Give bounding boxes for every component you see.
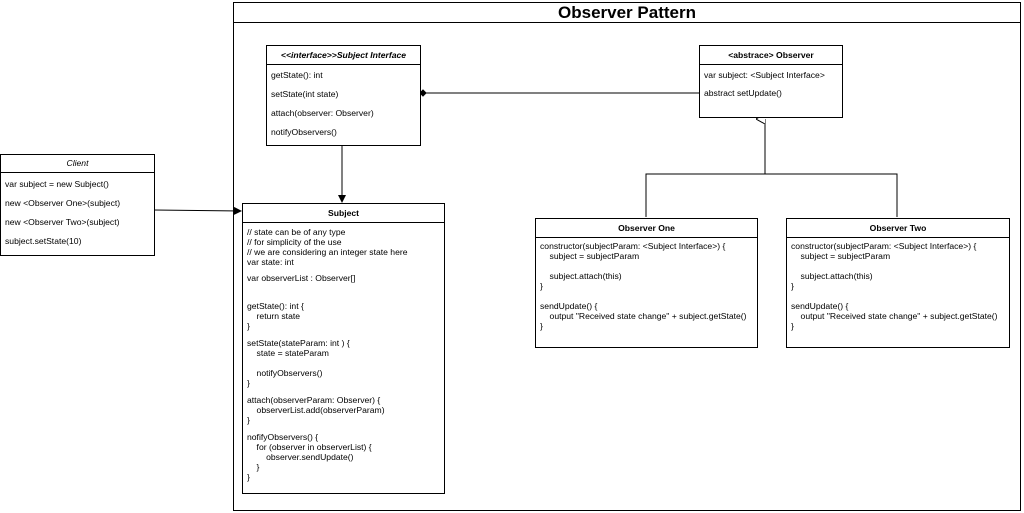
interface-method: getState(): int	[271, 70, 323, 80]
observer-one-line: subject.attach(this)	[540, 271, 622, 281]
subject-method-line: for (observer in observerList) {	[247, 442, 372, 452]
subject-method-line: }	[247, 415, 250, 425]
subject-method-line: attach(observerParam: Observer) {	[247, 395, 381, 405]
subject-method-line: observer.sendUpdate()	[247, 452, 354, 462]
client-class: Client var subject = new Subject() new <…	[0, 154, 155, 256]
observer-one-line: subject = subjectParam	[540, 251, 640, 261]
observer-header: <abstrace> Observer	[700, 46, 842, 65]
client-line: var subject = new Subject()	[5, 179, 109, 189]
observer-two-line: subject = subjectParam	[791, 251, 891, 261]
subject-field: var state: int	[247, 257, 294, 267]
subject-comment: // for simplicity of the use	[247, 237, 342, 247]
observer-one-class: Observer One constructor(subjectParam: <…	[535, 218, 758, 348]
observer-two-line: subject.attach(this)	[791, 271, 873, 281]
subject-method-line: }	[247, 378, 250, 388]
observer-one-line: }	[540, 281, 543, 291]
subject-interface-header: <<interface>>Subject Interface	[267, 46, 420, 65]
subject-method-line: notifyObservers()	[247, 368, 323, 378]
observer-two-line: constructor(subjectParam: <Subject Inter…	[791, 241, 977, 251]
subject-header: Subject	[243, 204, 444, 223]
diagram-frame: Observer Pattern	[233, 2, 1021, 511]
client-line: new <Observer Two>(subject)	[5, 217, 120, 227]
subject-method-line: state = stateParam	[247, 348, 329, 358]
diagram-title: Observer Pattern	[234, 3, 1020, 23]
subject-method-line: return state	[247, 311, 301, 321]
subject-interface-class: <<interface>>Subject Interface getState(…	[266, 45, 421, 146]
subject-class: Subject // state can be of any type // f…	[242, 203, 445, 494]
subject-method-line: }	[247, 462, 260, 472]
observer-two-header: Observer Two	[787, 219, 1009, 238]
subject-method-line: nofifyObservers() {	[247, 432, 319, 442]
client-line: new <Observer One>(subject)	[5, 198, 121, 208]
client-line: subject.setState(10)	[5, 236, 82, 246]
observer-two-line: }	[791, 281, 794, 291]
observer-one-header: Observer One	[536, 219, 757, 238]
subject-method-line: }	[247, 321, 250, 331]
subject-field: var observerList : Observer[]	[247, 273, 356, 283]
client-header: Client	[1, 155, 154, 173]
observer-two-class: Observer Two constructor(subjectParam: <…	[786, 218, 1010, 348]
inheritance-connector	[645, 173, 898, 217]
interface-method: attach(observer: Observer)	[271, 108, 374, 118]
observer-two-line: sendUpdate() {	[791, 301, 849, 311]
observer-one-line: output "Received state change" + subject…	[540, 311, 747, 321]
observer-method: abstract setUpdate()	[704, 88, 782, 98]
interface-method: setState(int state)	[271, 89, 339, 99]
subject-method-line: getState(): int {	[247, 301, 304, 311]
observer-one-line: sendUpdate() {	[540, 301, 598, 311]
subject-comment: // state can be of any type	[247, 227, 346, 237]
observer-two-line: }	[791, 321, 794, 331]
interface-method: notifyObservers()	[271, 127, 337, 137]
client-to-subject-arrow	[153, 206, 242, 215]
subject-comment: // we are considering an integer state h…	[247, 247, 408, 257]
subject-method-line: setState(stateParam: int ) {	[247, 338, 350, 348]
observer-field: var subject: <Subject Interface>	[704, 70, 825, 80]
observer-two-line: output "Received state change" + subject…	[791, 311, 998, 321]
observer-class: <abstrace> Observer var subject: <Subjec…	[699, 45, 843, 118]
subject-method-line: observerList.add(observerParam)	[247, 405, 385, 415]
observer-one-line: }	[540, 321, 543, 331]
subject-method-line: }	[247, 472, 250, 482]
aggregation-diamond	[419, 89, 427, 97]
observer-one-line: constructor(subjectParam: <Subject Inter…	[540, 241, 726, 251]
